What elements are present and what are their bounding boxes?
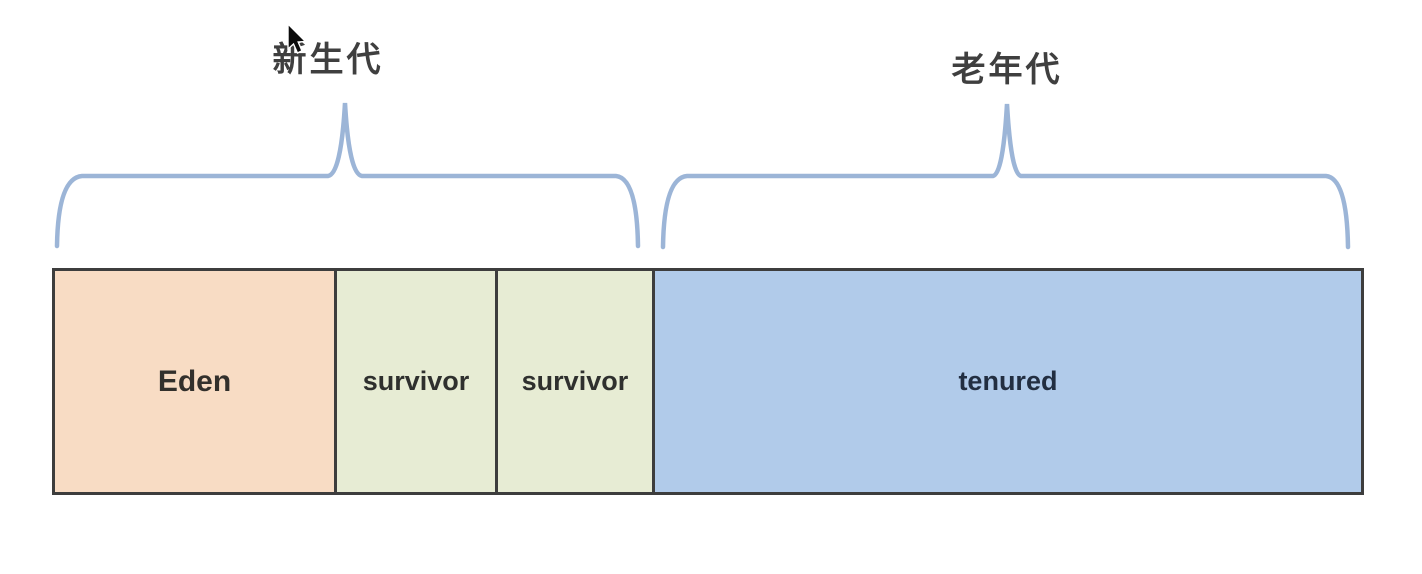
young-generation-label: 新生代 [272, 41, 384, 79]
old-generation-brace-icon [660, 103, 1351, 250]
old-generation-label: 老年代 [951, 51, 1063, 89]
eden-segment-label: Eden [157, 364, 232, 398]
survivor-segment-1-label: survivor [362, 366, 470, 396]
survivor-segment-1: survivor [337, 271, 498, 492]
tenured-segment-label: tenured [958, 366, 1058, 396]
heap-bar: Eden survivor survivor tenured [52, 268, 1364, 495]
survivor-segment-2: survivor [497, 271, 655, 492]
eden-segment: Eden [55, 271, 338, 492]
young-generation-brace-icon [54, 102, 641, 249]
survivor-segment-2-label: survivor [521, 366, 629, 396]
tenured-segment: tenured [654, 271, 1361, 492]
